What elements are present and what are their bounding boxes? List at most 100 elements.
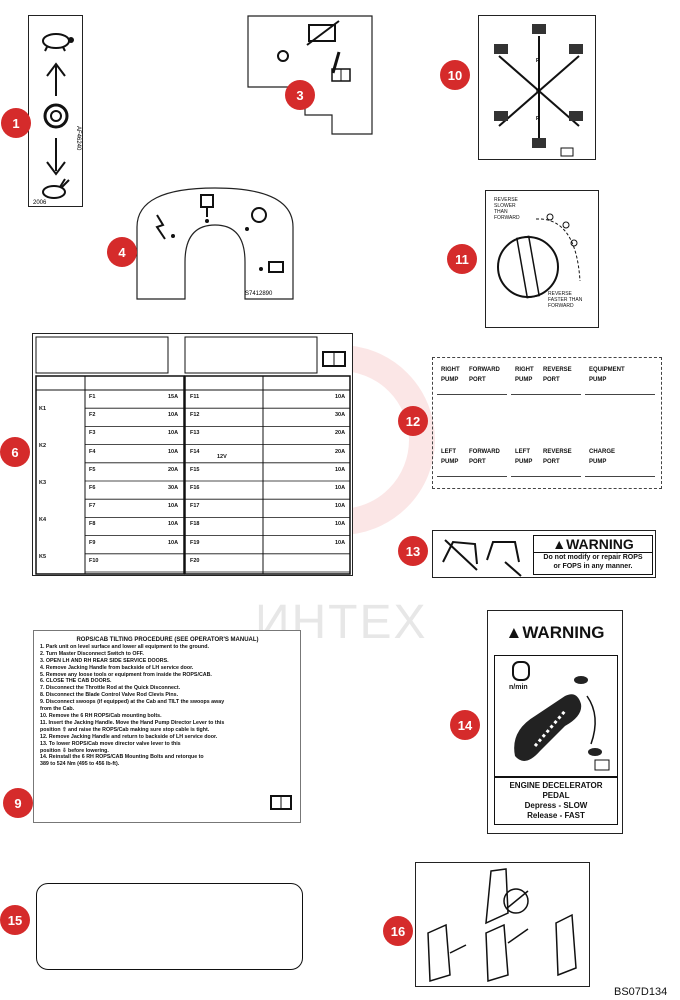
- decal-1-symbols: AF46240 2006: [33, 33, 81, 206]
- turtle-icon: [588, 748, 602, 756]
- warning-triangle-icon: ▲: [552, 536, 567, 552]
- pump-port-word: PUMP: [589, 459, 607, 465]
- relay-label: K4: [39, 517, 47, 523]
- amp-label: 10A: [335, 466, 346, 473]
- procedure-step: from the Cab.: [40, 706, 75, 713]
- callout-6: 6: [0, 437, 30, 467]
- manual-icon: [270, 795, 292, 810]
- pump-port-word: LEFT: [515, 449, 530, 455]
- decal-3-panel: [247, 15, 373, 135]
- fuse-label-left: F7: [89, 503, 96, 510]
- callout-4: 4: [107, 237, 137, 267]
- battery-disconnect-icon: [306, 20, 340, 46]
- decal-14-rpm-label: n/min: [509, 684, 528, 691]
- off-symbol-icon: [277, 50, 289, 62]
- fuse-label-right: F20: [190, 557, 200, 564]
- neutral-letter: N: [536, 88, 540, 94]
- procedure-step: 6. CLOSE THE CAB DOORS.: [40, 678, 112, 685]
- amp-label: 30A: [335, 412, 346, 419]
- decal-6-grid: [35, 336, 351, 575]
- pump-port-word: FORWARD: [469, 367, 500, 373]
- fuse-label-right: F13: [190, 430, 200, 437]
- manual-icon: [594, 759, 610, 771]
- procedure-step: 9. Disconnect swoops (if equipped) at th…: [40, 699, 225, 706]
- rabbit-icon: [574, 676, 588, 684]
- pump-port-word: PORT: [469, 459, 486, 465]
- fuse-label-left: F8: [89, 521, 96, 528]
- dozer-icons: [494, 24, 583, 148]
- pump-port-word: PUMP: [589, 377, 607, 383]
- decal-16-panel: [415, 862, 590, 987]
- speed-knob-icon: [516, 235, 540, 299]
- procedure-step: 7. Disconnect the Throttle Rod at the Qu…: [40, 685, 181, 692]
- decal-14-line-2: PEDAL: [542, 791, 570, 800]
- pump-port-word: PORT: [543, 377, 560, 383]
- callout-13: 13: [398, 536, 428, 566]
- fuse-label-left: F9: [89, 539, 96, 546]
- callout-10: 10: [440, 60, 470, 90]
- voltage-label: 12V: [217, 454, 227, 460]
- decal-14-line-3: Depress - SLOW: [524, 801, 588, 810]
- decal-11-symbols: [497, 213, 581, 299]
- amp-label: 10A: [335, 539, 346, 546]
- decal-14-pictogram: n/min: [494, 655, 618, 777]
- callout-15: 15: [0, 905, 30, 935]
- pump-port-word: PUMP: [515, 377, 533, 383]
- decal-4-code: S7412890: [245, 291, 273, 297]
- relay-label: K2: [39, 443, 47, 449]
- decal-13-line-2: or FOPS in any manner.: [553, 563, 633, 570]
- procedure-step: 389 to 524 Nm (495 to 456 lb-ft).: [40, 761, 120, 768]
- callout-9: 9: [3, 788, 33, 818]
- decal-1-panel: AF46240 2006: [28, 15, 83, 207]
- arrow-down-icon: [46, 138, 66, 176]
- reverse-letter: R: [536, 116, 540, 122]
- callout-14: 14: [450, 710, 480, 740]
- amp-label: 20A: [335, 430, 346, 437]
- figure-code: BS07D134: [614, 986, 668, 998]
- procedure-step: 3. OPEN LH AND RH REAR SIDE SERVICE DOOR…: [40, 657, 169, 664]
- amp-label: 30A: [168, 485, 179, 491]
- relay-label: K5: [39, 554, 47, 560]
- fuse-label-left: F6: [89, 485, 96, 491]
- amp-label: 10A: [168, 430, 179, 437]
- procedure-step: 8. Disconnect the Blade Control Valve Ro…: [40, 692, 179, 699]
- amp-label: 20A: [168, 466, 179, 473]
- amp-label: 20A: [335, 448, 346, 455]
- procedure-step: 1. Park unit on level surface and lower …: [40, 643, 209, 650]
- fuse-label-right: F16: [190, 485, 200, 491]
- fuse-label-right: F18: [190, 521, 200, 528]
- amp-label: 10A: [168, 521, 179, 528]
- procedure-step: 5. Remove any loose tools or equipment f…: [40, 671, 212, 678]
- amp-label: 10A: [168, 539, 179, 546]
- procedure-step: 4. Remove Jacking Handle from backside o…: [40, 664, 194, 671]
- decelerator-pedal-icon: [512, 661, 610, 771]
- decal-14-text: ENGINE DECELERATOR PEDAL Depress - SLOW …: [494, 777, 618, 825]
- manual-icon: [560, 147, 574, 157]
- pump-port-word: FORWARD: [469, 449, 500, 455]
- decal-13-heading: ▲WARNING: [534, 536, 652, 552]
- decal-16-symbols: [427, 868, 577, 982]
- engine-start-icon: [245, 207, 267, 231]
- relay-label: K1: [39, 406, 47, 412]
- lightning-icon: [155, 214, 175, 240]
- procedure-step: 13. To lower ROPS/Cab move director valv…: [40, 740, 181, 747]
- pump-port-word: PUMP: [515, 459, 533, 465]
- decal-9-procedure: ROPS/CAB TILTING PROCEDURE (SEE OPERATOR…: [40, 637, 295, 768]
- decal-4-symbols: S7412890: [136, 187, 294, 300]
- manual-icon: [322, 351, 346, 367]
- decal-10-symbols: F N R: [494, 24, 583, 157]
- pump-port-label: CHARGE PUMP: [585, 446, 655, 477]
- pump-port-word: CHARGE: [589, 449, 616, 455]
- pump-port-word: RIGHT: [441, 367, 460, 373]
- procedure-step: 12. Remove Jacking Handle and return to …: [40, 733, 218, 740]
- pump-port-word: REVERSE: [543, 367, 572, 373]
- decal-15-blank-decal: [36, 883, 303, 970]
- arrow-up-icon: [46, 62, 66, 96]
- glow-plug-icon: [200, 194, 214, 223]
